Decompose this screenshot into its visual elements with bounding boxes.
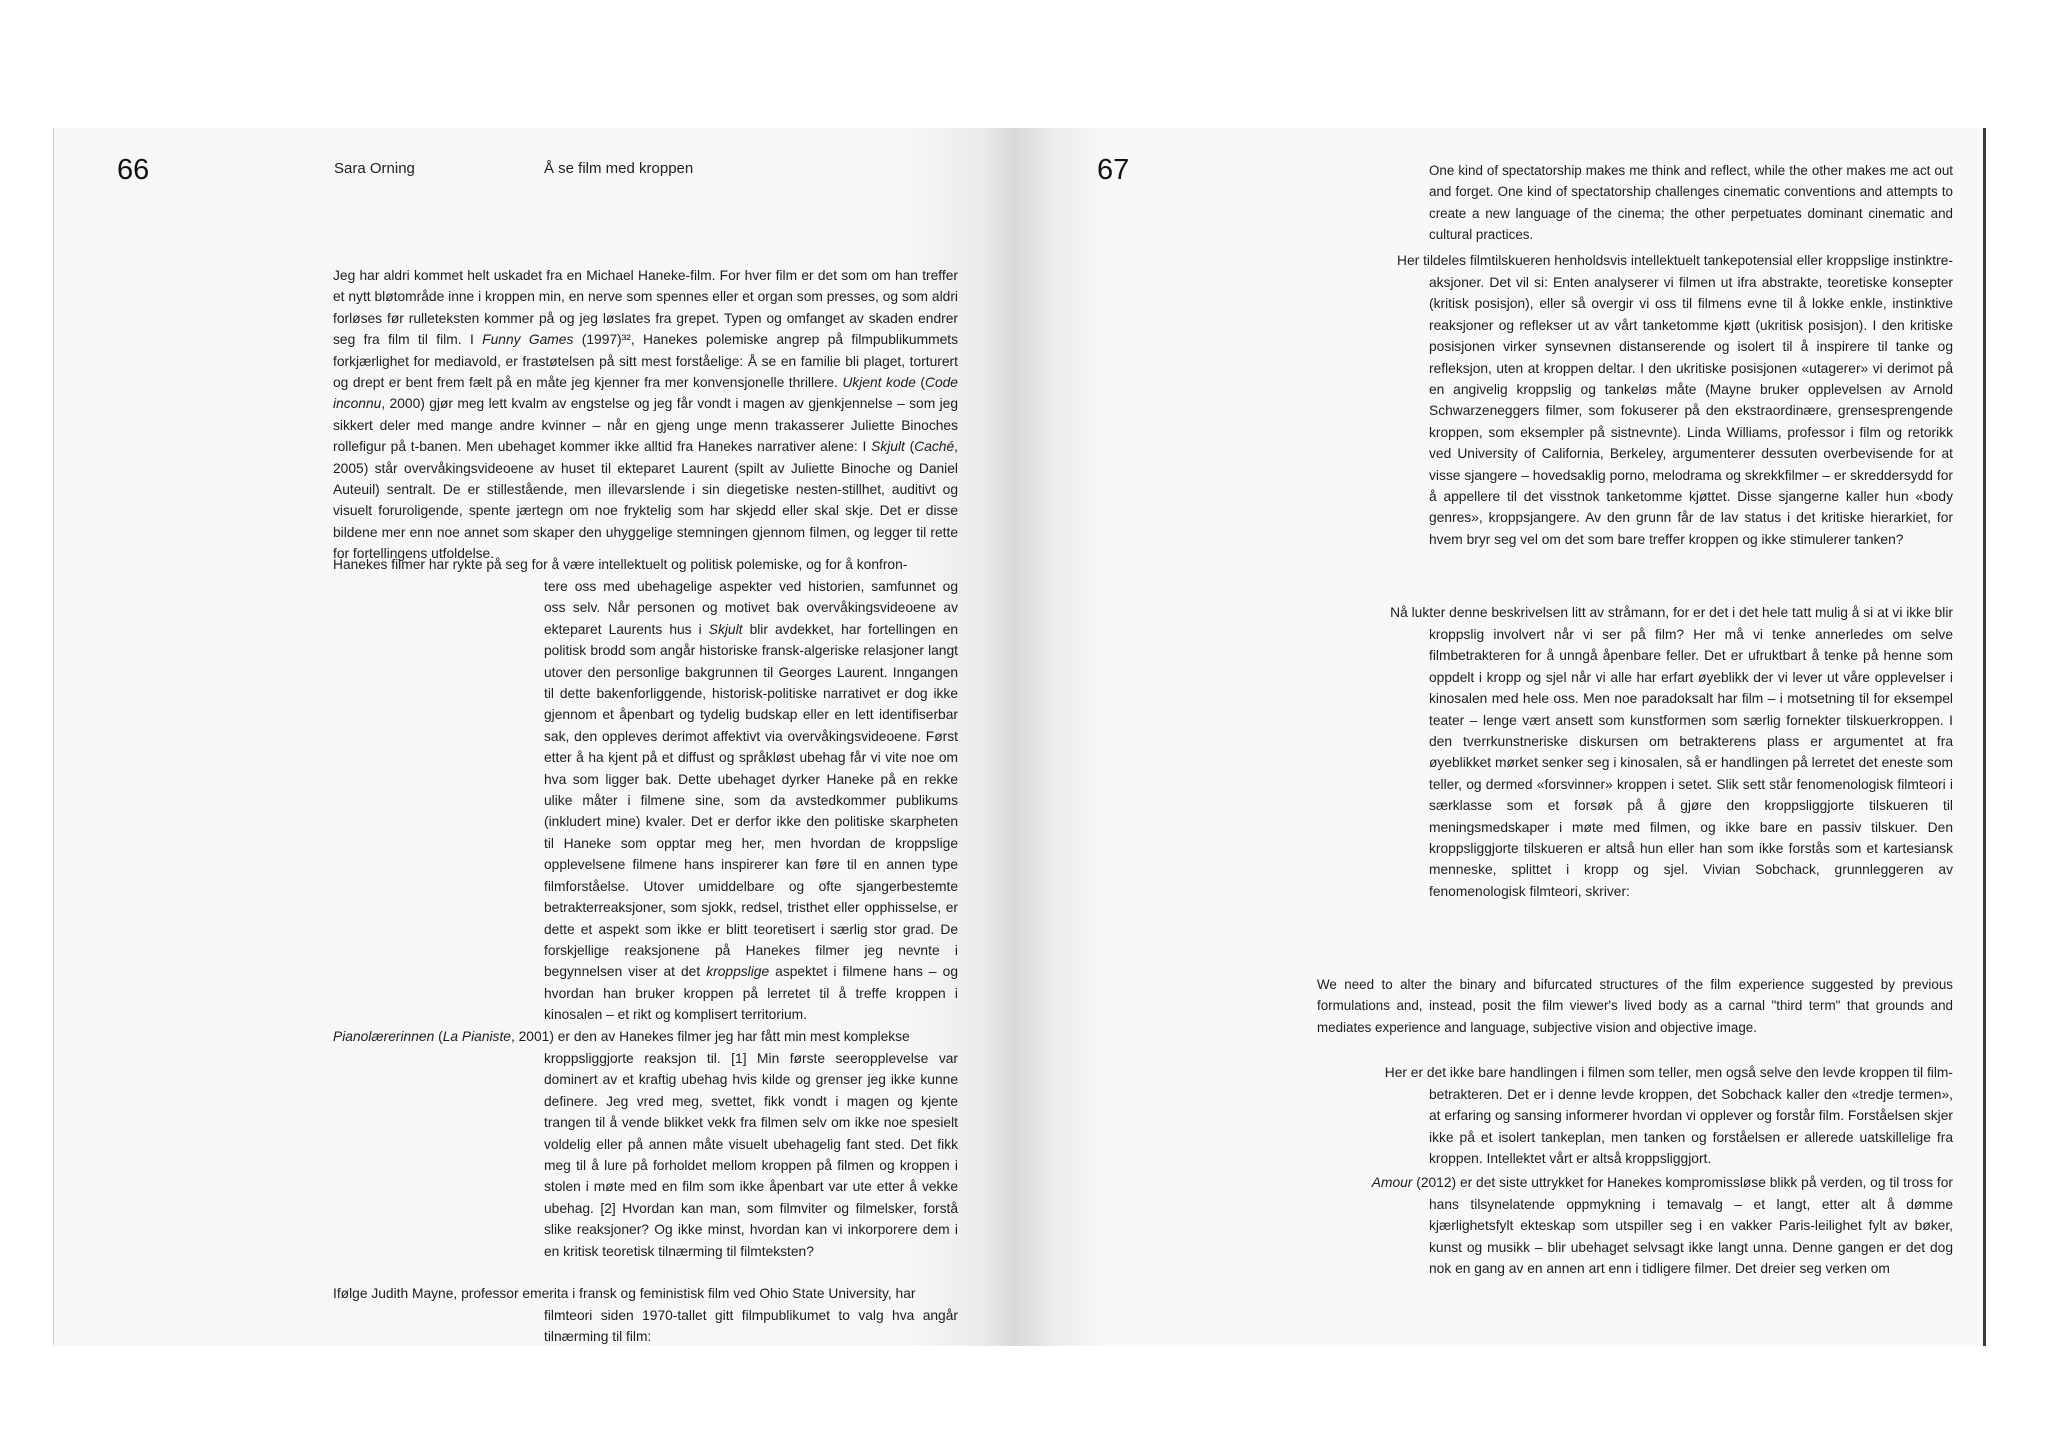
paragraph-6-start: Nå lukter denne beskrivelsen litt av str… xyxy=(1390,605,1953,620)
paragraph-2-start: Hanekes filmer har rykte på seg for å væ… xyxy=(333,557,908,572)
paragraph-7-body: betrakteren. Det er i denne levde kroppe… xyxy=(1429,1087,1953,1167)
gutter-shadow xyxy=(1017,128,1107,1346)
paragraph-4-body: filmteori siden 1970-tallet gitt filmpub… xyxy=(544,1308,958,1345)
block-quote-sobchack: We need to alter the binary and bifurcat… xyxy=(1317,977,1953,1035)
paragraph-intro: Jeg har aldri kommet helt uskadet fra en… xyxy=(333,268,958,562)
paragraph-6-body: kroppslig involvert når vi ser på film? … xyxy=(1429,627,1953,899)
paragraph-7-start: Her er det ikke bare handlingen i filmen… xyxy=(1384,1065,1953,1080)
paragraph-3-start: Pianolærerinnen (La Pianiste, 2001) er d… xyxy=(333,1029,910,1044)
page-number: 66 xyxy=(117,154,150,186)
running-head-author: Sara Orning xyxy=(334,160,415,177)
paragraph-2-body: tere oss med ubehagelige aspekter ved hi… xyxy=(544,579,958,1023)
page-number: 67 xyxy=(1097,154,1130,186)
left-page: 66 Sara Orning Å se film med kroppen Jeg… xyxy=(54,128,1017,1346)
paragraph-5-body: aksjoner. Det vil si: Enten analyserer v… xyxy=(1429,275,1953,547)
block-quote-mayne: One kind of spectatorship makes me think… xyxy=(1429,163,1953,243)
paragraph-4-start: Ifølge Judith Mayne, professor emerita i… xyxy=(333,1286,916,1301)
paragraph-3-body: kroppsliggjorte reaksjon til. [1] Min fø… xyxy=(544,1051,958,1259)
paragraph-5-start: Her tildeles filmtilskueren henholdsvis … xyxy=(1397,253,1953,268)
paragraph-8-start: Amour (2012) er det siste uttrykket for … xyxy=(1371,1175,1953,1190)
right-page: 67 One kind of spectatorship makes me th… xyxy=(1017,128,1986,1346)
running-head-title: Å se film med kroppen xyxy=(544,160,694,177)
paragraph-8-body: hans tilsynelatende oppmykning i temaval… xyxy=(1429,1197,1953,1277)
